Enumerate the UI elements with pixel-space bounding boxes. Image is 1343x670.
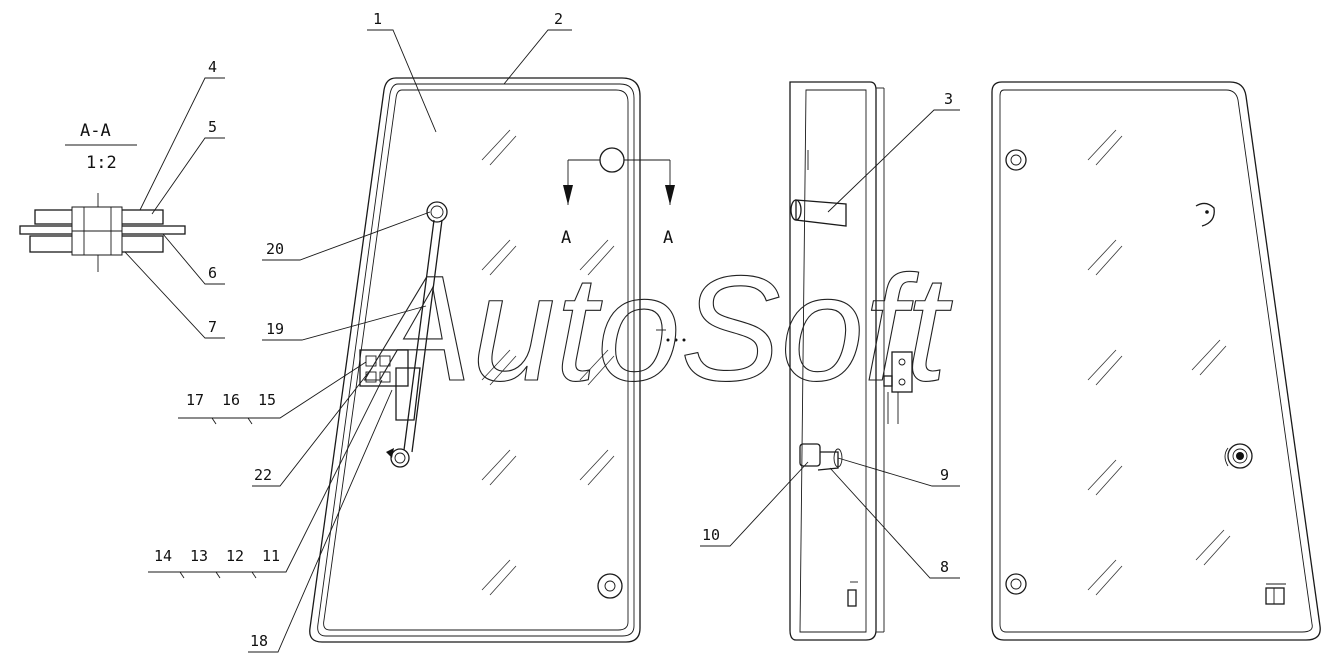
callout-22: 22: [254, 466, 272, 484]
callout-5: 5: [208, 118, 217, 136]
callout-17: 17: [186, 391, 204, 409]
callout-8: 8: [940, 558, 949, 576]
callout-10: 10: [702, 526, 720, 544]
callout-7: 7: [208, 318, 217, 336]
door-side-view: [789, 81, 913, 641]
front-view-callouts: 1 2 20 19 17 16 15 22 14 13 12 11 18: [148, 10, 572, 653]
callout-14: 14: [154, 547, 172, 565]
callout-3: 3: [944, 90, 953, 108]
section-scale: 1:2: [86, 153, 117, 173]
callout-15: 15: [258, 391, 276, 409]
door-front-view: A A: [309, 77, 686, 643]
callout-18: 18: [250, 632, 268, 650]
callout-19: 19: [266, 320, 284, 338]
section-title: A-A: [80, 121, 111, 141]
door-rear-view: [991, 81, 1321, 641]
callout-2: 2: [554, 10, 563, 28]
callout-4: 4: [208, 58, 217, 76]
callout-1: 1: [373, 10, 382, 28]
side-view-callouts: 3 9 8 10: [700, 90, 960, 579]
callout-6: 6: [208, 264, 217, 282]
callout-16: 16: [222, 391, 240, 409]
section-marker-right: A: [663, 228, 673, 248]
callout-20: 20: [266, 240, 284, 258]
section-a-a-detail: A-A 1:2 4 5 6 7: [19, 58, 225, 339]
callout-13: 13: [190, 547, 208, 565]
section-marker-left: A: [561, 228, 571, 248]
callout-9: 9: [940, 466, 949, 484]
callout-12: 12: [226, 547, 244, 565]
watermark-logo: AutoSoft: [364, 244, 953, 412]
callout-11: 11: [262, 547, 280, 565]
